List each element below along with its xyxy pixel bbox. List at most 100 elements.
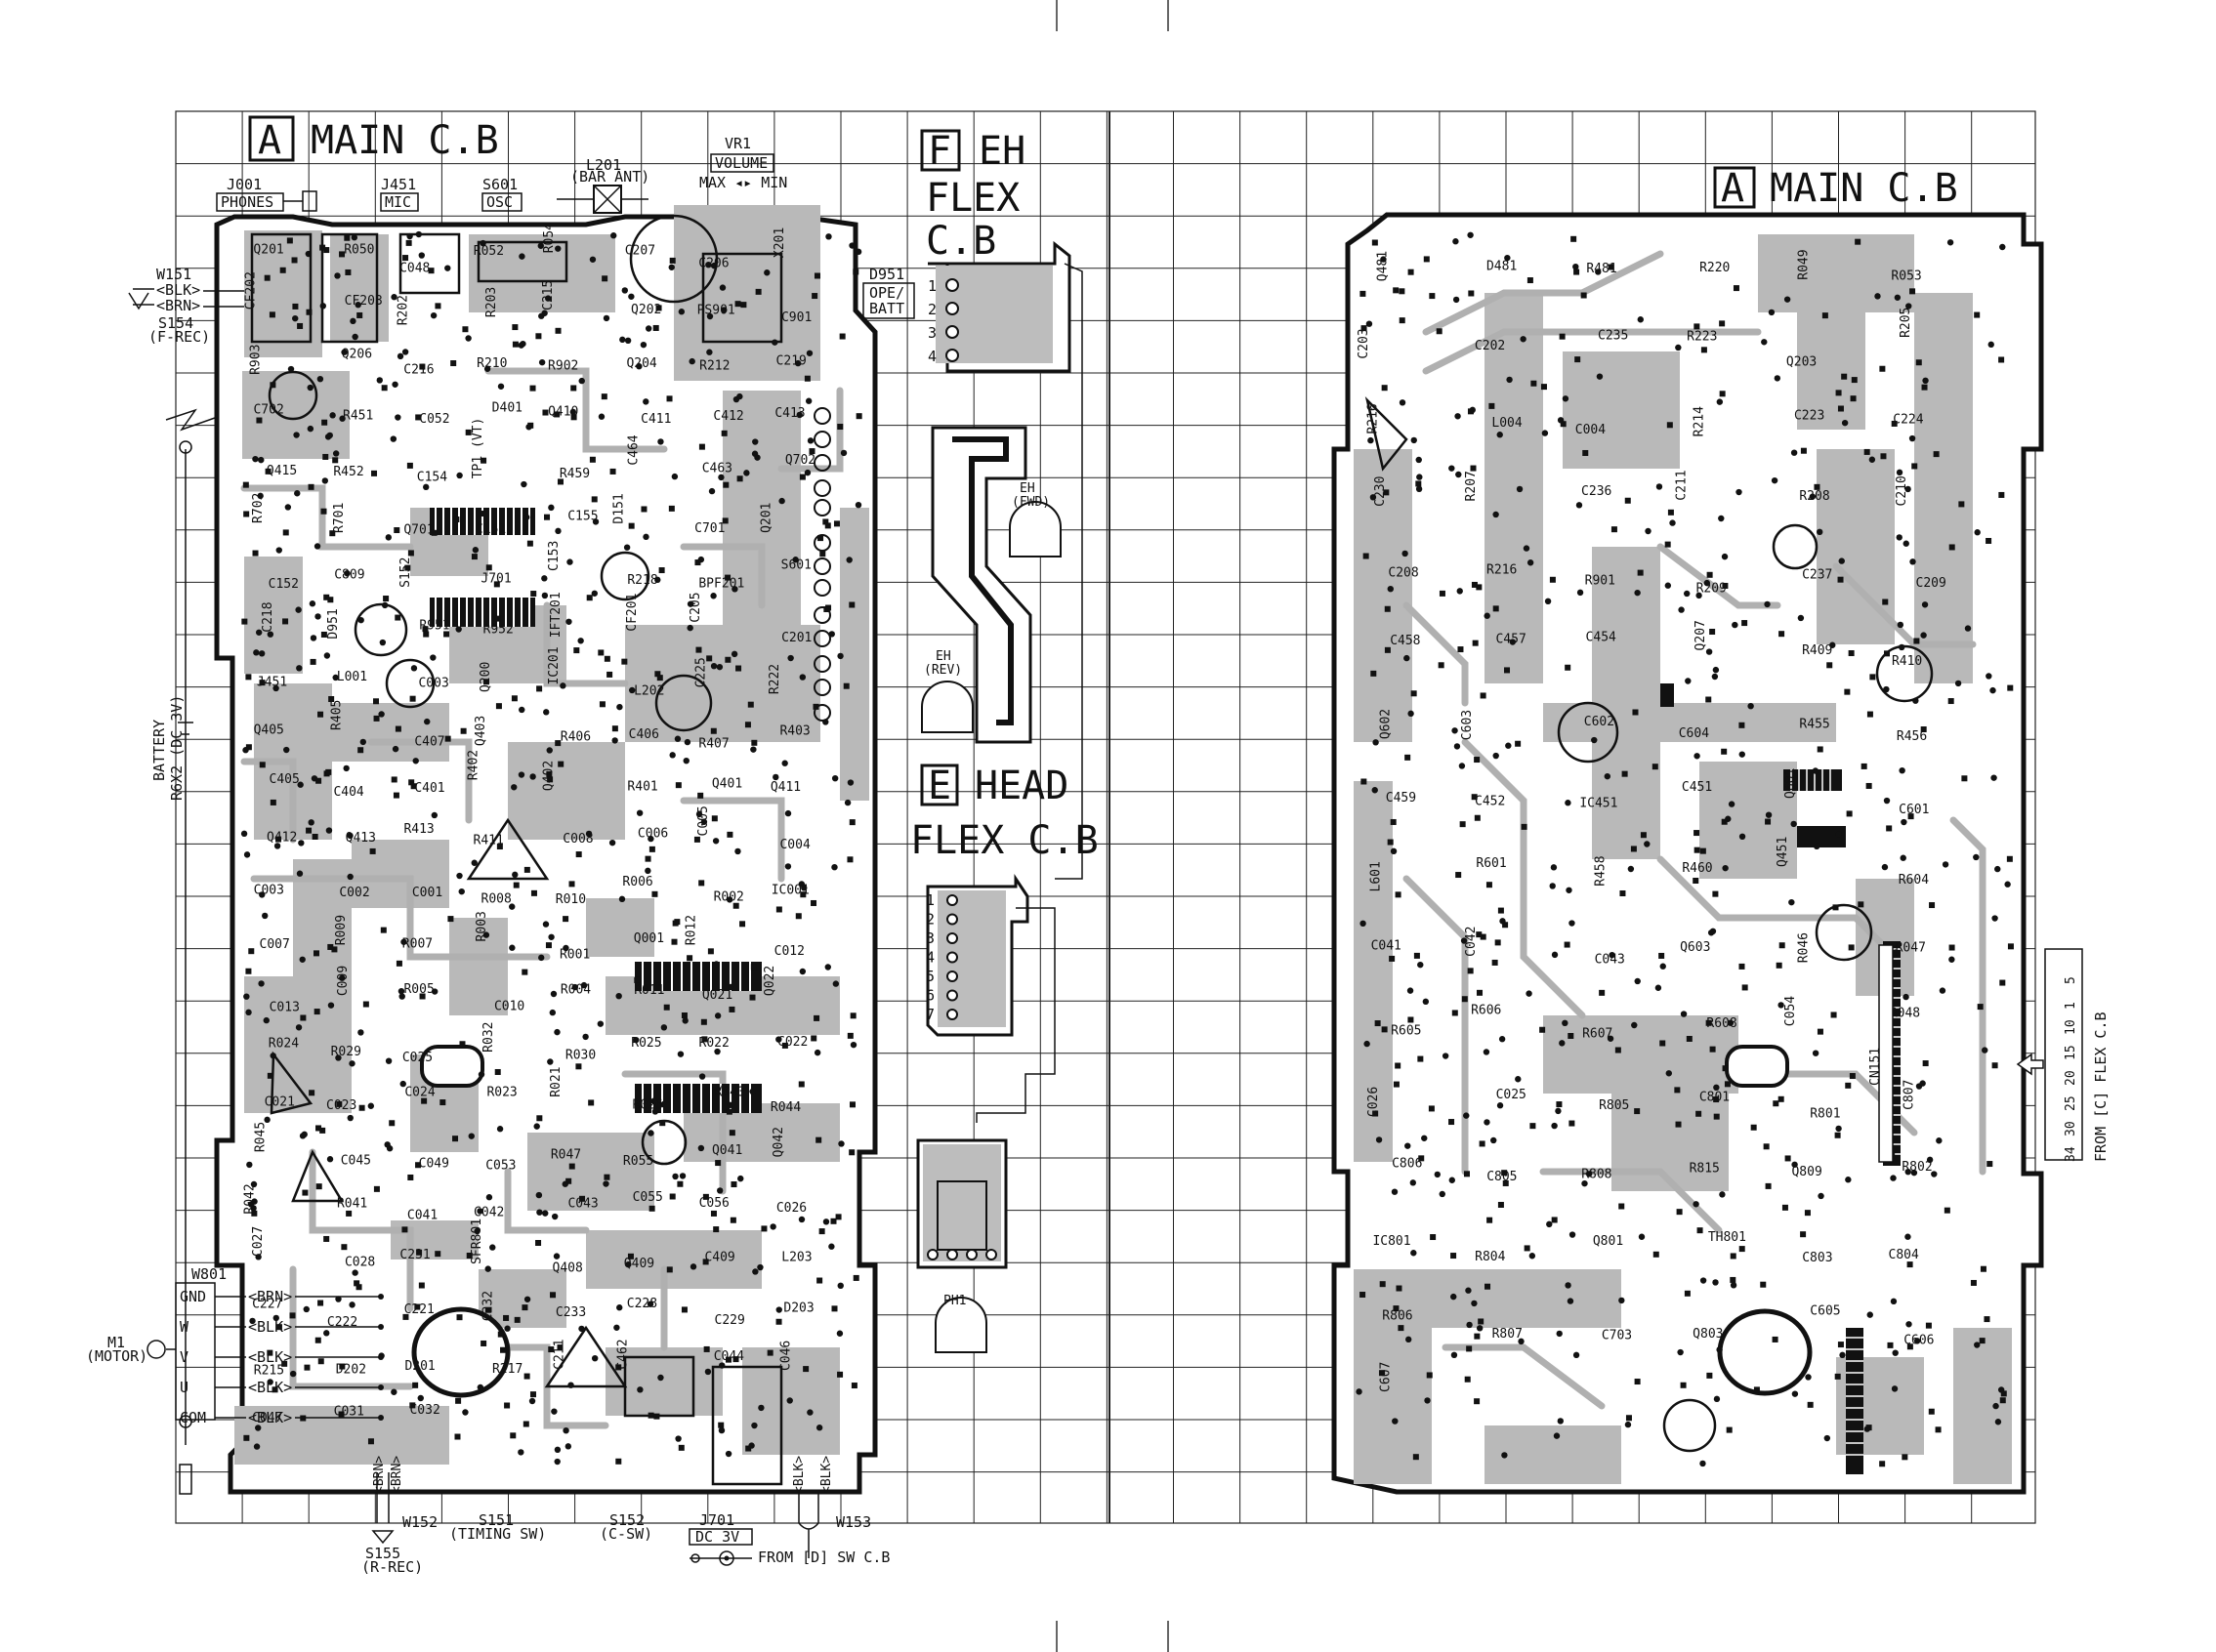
solder-pad bbox=[401, 349, 409, 355]
solder-pad bbox=[1486, 1217, 1493, 1223]
solder-pad bbox=[671, 938, 678, 945]
solder-pad bbox=[602, 275, 608, 282]
solder-pad bbox=[1515, 1076, 1522, 1083]
solder-pad bbox=[1676, 1209, 1683, 1216]
solder-pad bbox=[542, 1210, 549, 1217]
solder-pad bbox=[654, 671, 661, 678]
solder-pad bbox=[1921, 601, 1929, 608]
battery-label: BATTERY bbox=[150, 720, 168, 781]
connector-tick-label: 5 bbox=[2064, 976, 2078, 984]
solder-pad bbox=[1922, 1060, 1929, 1067]
solder-pad bbox=[1474, 1333, 1481, 1340]
solder-pad bbox=[250, 1180, 258, 1188]
component-label: IC001 bbox=[772, 884, 810, 898]
solder-pad bbox=[671, 473, 679, 480]
solder-pad bbox=[409, 1402, 416, 1409]
solder-pad bbox=[1523, 545, 1530, 552]
solder-pad bbox=[1732, 621, 1738, 629]
solder-pad bbox=[292, 303, 299, 310]
solder-pad bbox=[563, 916, 569, 923]
solder-pad bbox=[1451, 727, 1458, 734]
solder-pad bbox=[1484, 1119, 1490, 1126]
solder-pad bbox=[1817, 1028, 1823, 1035]
solder-pad bbox=[1915, 359, 1922, 366]
solder-pad bbox=[832, 980, 840, 987]
solder-pad bbox=[1763, 1143, 1770, 1150]
solder-pad bbox=[243, 511, 250, 517]
solder-pad bbox=[1817, 746, 1823, 753]
solder-pad bbox=[1677, 1348, 1684, 1356]
component-label: C605 bbox=[1810, 1304, 1840, 1319]
solder-pad bbox=[1467, 968, 1474, 974]
solder-pad bbox=[1942, 861, 1949, 868]
head-pin bbox=[946, 1009, 958, 1020]
component-label: C205 bbox=[689, 592, 703, 622]
solder-pad bbox=[648, 1205, 655, 1212]
solder-pad bbox=[495, 703, 502, 710]
solder-pad bbox=[1463, 1112, 1470, 1119]
component-label: C004 bbox=[1575, 423, 1606, 437]
component-label: J701 bbox=[481, 571, 511, 586]
solder-pad bbox=[520, 340, 526, 348]
eh-fwd-sub: (FWD) bbox=[1012, 495, 1050, 510]
solder-pad bbox=[1372, 1110, 1379, 1117]
solder-pad bbox=[633, 1036, 640, 1044]
solder-pad bbox=[1559, 1040, 1566, 1047]
solder-pad bbox=[701, 1036, 708, 1043]
w151-brn: <BRN> bbox=[156, 297, 200, 314]
d951-label: D951 bbox=[869, 266, 904, 283]
solder-pad bbox=[1488, 402, 1495, 409]
solder-pad bbox=[541, 592, 549, 599]
solder-pad bbox=[697, 556, 705, 563]
solder-pad bbox=[258, 650, 266, 657]
solder-pad bbox=[494, 615, 501, 622]
solder-pad bbox=[677, 1180, 684, 1187]
solder-pad bbox=[1434, 1171, 1441, 1178]
solder-pad bbox=[395, 614, 401, 621]
solder-pad bbox=[1880, 453, 1887, 460]
solder-pad bbox=[2007, 684, 2014, 691]
solder-pad bbox=[1667, 509, 1674, 516]
solder-pad bbox=[557, 1344, 564, 1351]
solder-pad bbox=[1412, 1454, 1419, 1461]
component-label: R601 bbox=[1476, 856, 1506, 871]
head-pin-label: 3 bbox=[926, 929, 935, 947]
component-label: C001 bbox=[412, 886, 442, 900]
solder-pad bbox=[1637, 569, 1644, 576]
solder-pad bbox=[853, 1274, 859, 1281]
solder-pad bbox=[606, 671, 613, 678]
solder-pad bbox=[357, 616, 364, 624]
solder-pad bbox=[1747, 702, 1754, 710]
eh-pin-4: 4 bbox=[928, 348, 937, 365]
solder-pad bbox=[1492, 605, 1499, 612]
component-label: R003 bbox=[475, 911, 489, 941]
solder-pad bbox=[349, 1060, 355, 1067]
solder-pad bbox=[551, 1408, 558, 1415]
solder-pad bbox=[313, 950, 319, 957]
component-label: R951 bbox=[419, 619, 449, 634]
solder-pad bbox=[259, 680, 266, 686]
eh-pin-3: 3 bbox=[928, 324, 937, 342]
solder-pad bbox=[1390, 818, 1397, 825]
solder-pad bbox=[1891, 1385, 1899, 1392]
test-point-circle bbox=[814, 407, 831, 425]
solder-pad bbox=[1741, 620, 1748, 627]
solder-pad bbox=[332, 457, 339, 464]
solder-pad bbox=[1526, 277, 1533, 284]
solder-pad bbox=[1496, 432, 1503, 438]
component-label: Q207 bbox=[1693, 620, 1708, 650]
solder-pad bbox=[1659, 1040, 1666, 1047]
solder-pad bbox=[1705, 1019, 1712, 1026]
component-label: C047 bbox=[252, 1411, 282, 1425]
solder-pad bbox=[1778, 942, 1785, 949]
solder-pad bbox=[565, 618, 572, 625]
solder-pad bbox=[1809, 493, 1817, 500]
solder-pad bbox=[1998, 491, 2005, 498]
component-label: X201 bbox=[773, 227, 787, 258]
solder-pad bbox=[713, 1226, 720, 1233]
solder-pad bbox=[323, 247, 330, 254]
head-pin-label: 1 bbox=[926, 891, 935, 909]
solder-pad bbox=[726, 896, 733, 903]
solder-pad bbox=[836, 1330, 844, 1337]
solder-pad bbox=[335, 1054, 342, 1061]
